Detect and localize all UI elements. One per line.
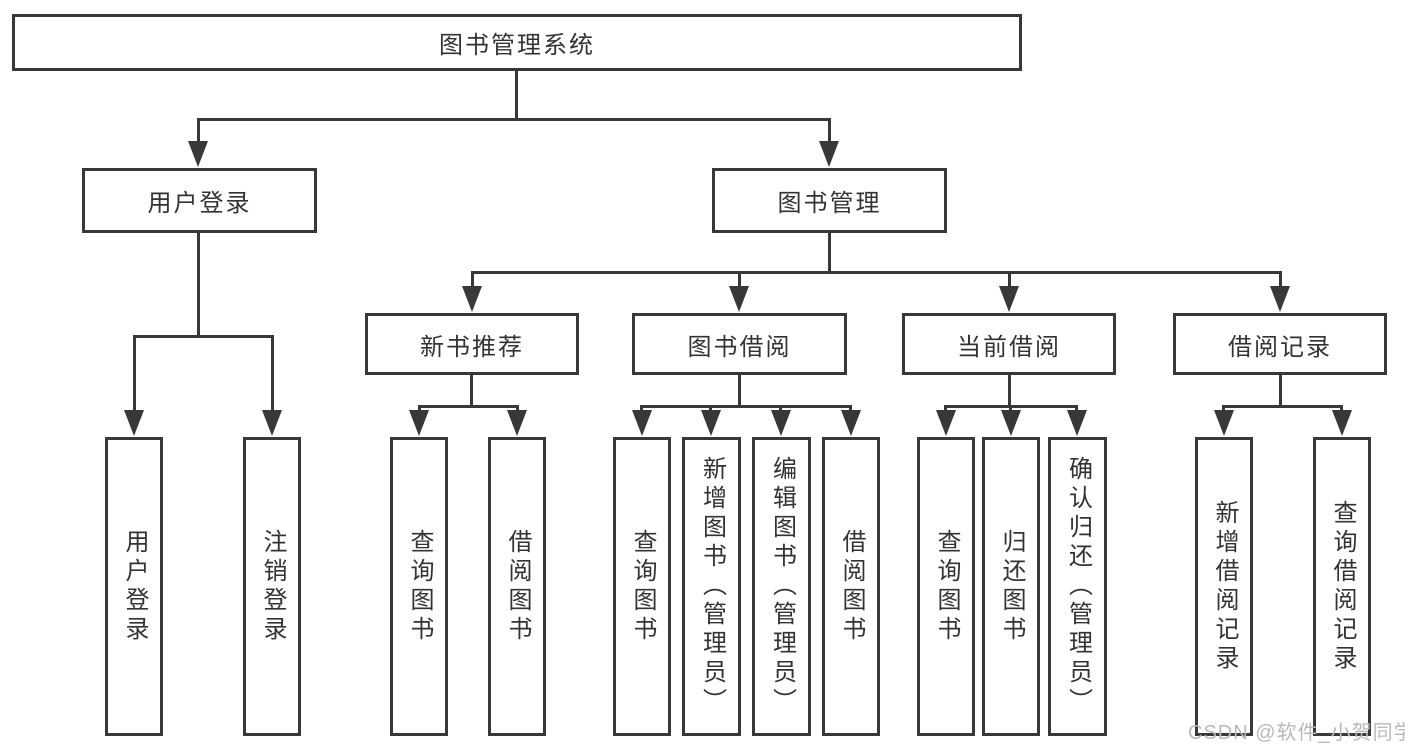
connector-root-stem	[515, 71, 518, 119]
leaf-cb-query-books: 查询图书	[917, 437, 975, 736]
arrowhead-bb-add-icon	[701, 410, 721, 436]
connector-user-login-drop	[197, 118, 200, 143]
connector-book-borrow-stem	[738, 375, 741, 408]
node-current-borrow: 当前借阅	[902, 313, 1116, 375]
leaf-bb-add-book-admin: 新增图书（管理员）	[682, 437, 741, 736]
connector-nb-query-drop	[418, 405, 421, 413]
arrowhead-cb-confirm-icon	[1067, 410, 1087, 436]
connector-current-borrow-stem	[1008, 375, 1011, 408]
connector-bb-borrow-drop	[849, 405, 852, 413]
connector-book-management-drop	[828, 118, 831, 143]
arrowhead-borrow-records-icon	[1270, 286, 1290, 312]
node-user-login: 用户登录	[82, 168, 317, 233]
node-new-book-recommend: 新书推荐	[365, 313, 579, 375]
connector-bb-add-drop	[709, 405, 712, 413]
connector-br-add-drop	[1222, 405, 1225, 413]
connector-bb-edit-drop	[779, 405, 782, 413]
leaf-br-query-record: 查询借阅记录	[1313, 437, 1371, 736]
arrowhead-user-login-icon	[188, 141, 208, 167]
connector-login-leaf-drop	[133, 335, 136, 412]
leaf-user-login: 用户登录	[105, 437, 163, 736]
arrowhead-current-borrow-icon	[999, 286, 1019, 312]
arrowhead-cb-return-icon	[1001, 410, 1021, 436]
arrowhead-br-add-icon	[1214, 410, 1234, 436]
leaf-nb-query-books: 查询图书	[390, 437, 448, 736]
connector-borrow-records-stem	[1279, 375, 1282, 408]
connector-cb-confirm-drop	[1075, 405, 1078, 413]
leaf-bb-borrow-books: 借阅图书	[822, 437, 880, 736]
connector-root-crossbar	[197, 118, 831, 121]
connector-book-borrow-drop	[738, 271, 741, 288]
connector-book-management-stem	[828, 233, 831, 274]
connector-user-login-crossbar	[133, 335, 274, 338]
connector-new-book-drop	[471, 271, 474, 288]
connector-current-borrow-drop	[1008, 271, 1011, 288]
leaf-br-add-record: 新增借阅记录	[1195, 437, 1253, 736]
connector-level3-crossbar	[471, 271, 1282, 274]
connector-br-query-drop	[1340, 405, 1343, 413]
arrowhead-new-book-icon	[462, 286, 482, 312]
node-book-borrow: 图书借阅	[632, 313, 847, 375]
connector-new-book-stem	[470, 375, 473, 408]
arrowhead-logout-leaf-icon	[262, 410, 282, 436]
arrowhead-bb-query-icon	[632, 410, 652, 436]
connector-user-login-stem	[197, 233, 200, 338]
leaf-cb-return-books: 归还图书	[982, 437, 1040, 736]
connector-bb-query-drop	[640, 405, 643, 413]
arrowhead-nb-borrow-icon	[507, 410, 527, 436]
leaf-nb-borrow-books: 借阅图书	[488, 437, 546, 736]
watermark: CSDN @软件_小贺同学	[1188, 722, 1405, 744]
arrowhead-nb-query-icon	[409, 410, 429, 436]
connector-cb-return-drop	[1009, 405, 1012, 413]
connector-cb-query-drop	[944, 405, 947, 413]
connector-logout-leaf-drop	[271, 335, 274, 412]
arrowhead-book-management-icon	[819, 141, 839, 167]
node-borrow-records: 借阅记录	[1173, 313, 1387, 375]
connector-new-book-crossbar	[418, 405, 519, 408]
leaf-bb-edit-book-admin: 编辑图书（管理员）	[752, 437, 811, 736]
connector-book-borrow-crossbar	[641, 405, 852, 408]
connector-nb-borrow-drop	[516, 405, 519, 413]
arrowhead-book-borrow-icon	[729, 286, 749, 312]
arrowhead-cb-query-icon	[936, 410, 956, 436]
connector-borrow-records-drop	[1279, 271, 1282, 288]
arrowhead-bb-edit-icon	[771, 410, 791, 436]
arrowhead-br-query-icon	[1332, 410, 1352, 436]
leaf-user-logout: 注销登录	[243, 437, 301, 736]
node-library-management-system: 图书管理系统	[12, 14, 1022, 71]
leaf-bb-query-books: 查询图书	[613, 437, 671, 736]
connector-borrow-records-crossbar	[1223, 405, 1343, 408]
leaf-cb-confirm-return-admin: 确认归还（管理员）	[1048, 437, 1107, 736]
arrowhead-login-leaf-icon	[124, 410, 144, 436]
arrowhead-bb-borrow-icon	[841, 410, 861, 436]
node-book-management: 图书管理	[712, 168, 947, 233]
